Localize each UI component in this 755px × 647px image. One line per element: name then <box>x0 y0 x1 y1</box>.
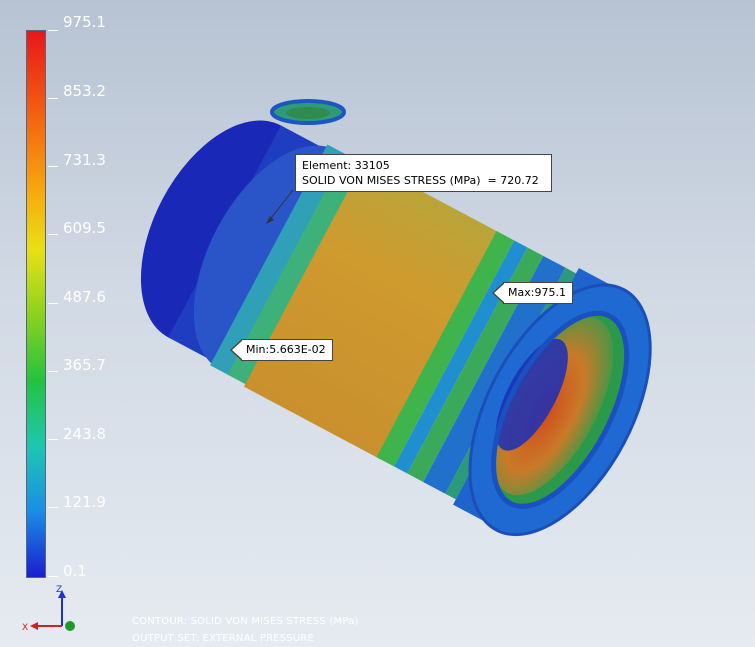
legend-tick <box>48 234 58 235</box>
legend-tick <box>48 30 58 31</box>
legend-label: 731.3 <box>63 151 106 169</box>
main-body <box>243 160 506 462</box>
legend-label: 853.2 <box>63 82 106 100</box>
legend-tick <box>48 371 58 372</box>
legend-label: 365.7 <box>63 356 106 374</box>
legend-label: 0.1 <box>63 562 87 580</box>
z-axis-label: Z <box>56 585 62 595</box>
legend-label: 121.9 <box>63 493 106 511</box>
probe-stress-value: SOLID VON MISES STRESS (MPa) = 720.72 <box>302 174 539 187</box>
output-set-caption: OUTPUT SET: EXTERNAL PRESSURE <box>132 633 314 644</box>
min-stress-tag[interactable]: Min:5.663E-02 <box>230 339 333 361</box>
x-axis-label: X <box>22 623 28 633</box>
contour-caption: CONTOUR: SOLID VON MISES STRESS (MPa) <box>132 616 359 627</box>
legend-label: 975.1 <box>63 13 106 31</box>
probe-label[interactable]: Element: 33105 SOLID VON MISES STRESS (M… <box>295 154 552 192</box>
legend-tick <box>48 166 58 167</box>
legend-tick <box>48 576 58 577</box>
legend-tick <box>48 98 58 99</box>
legend-tick <box>48 439 58 440</box>
legend-label: 243.8 <box>63 425 106 443</box>
stress-legend-bar <box>26 30 46 578</box>
y-axis-dot <box>65 621 75 631</box>
legend-label: 487.6 <box>63 288 106 306</box>
legend-tick <box>48 303 58 304</box>
probe-element-id: Element: 33105 <box>302 159 390 172</box>
legend-tick <box>48 507 58 508</box>
axis-triad[interactable]: Z X <box>20 582 90 644</box>
legend-label: 609.5 <box>63 219 106 237</box>
max-stress-tag[interactable]: Max:975.1 <box>492 282 573 304</box>
